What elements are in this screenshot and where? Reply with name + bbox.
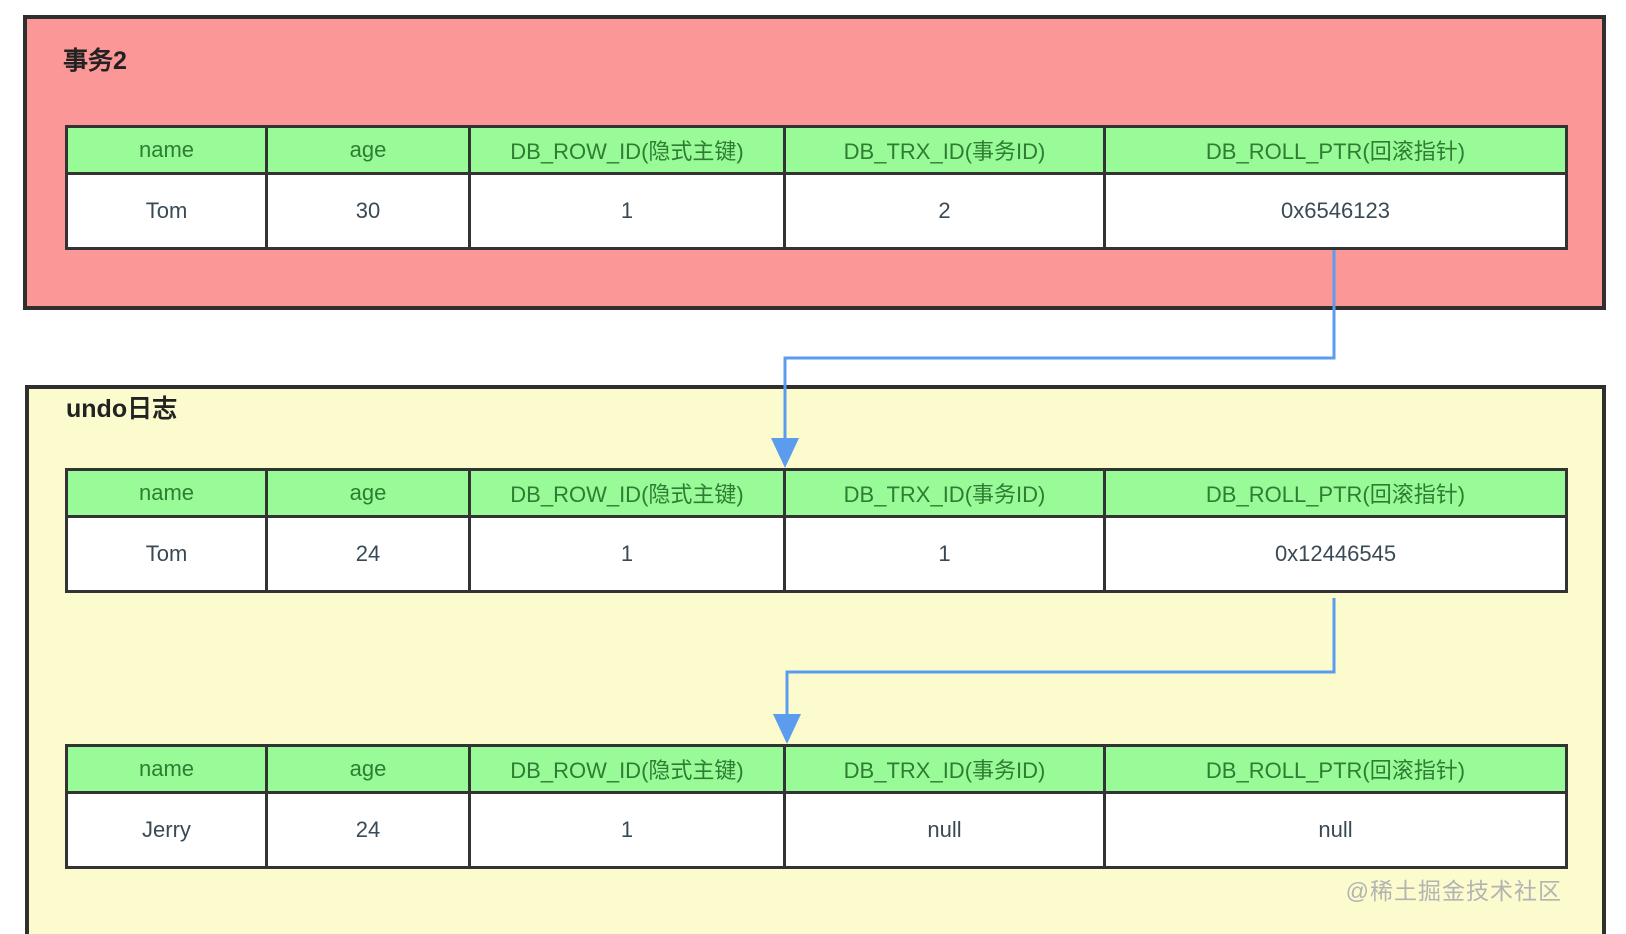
cell-name: Tom [65, 515, 268, 593]
header-name: name [65, 125, 268, 175]
header-db-row-id: DB_ROW_ID(隐式主键) [468, 744, 786, 794]
header-db-trx-id: DB_TRX_ID(事务ID) [783, 125, 1106, 175]
cell-db-trx-id: 2 [783, 172, 1106, 250]
header-age: age [265, 744, 471, 794]
header-db-row-id: DB_ROW_ID(隐式主键) [468, 468, 786, 518]
cell-db-roll-ptr: 0x12446545 [1103, 515, 1568, 593]
header-db-roll-ptr: DB_ROLL_PTR(回滚指针) [1103, 125, 1568, 175]
table-row: Jerry 24 1 null null [65, 791, 1568, 869]
header-db-roll-ptr: DB_ROLL_PTR(回滚指针) [1103, 744, 1568, 794]
cell-db-row-id: 1 [468, 515, 786, 593]
watermark: @稀土掘金技术社区 [1345, 878, 1562, 904]
cell-age: 30 [265, 172, 471, 250]
header-name: name [65, 468, 268, 518]
header-db-roll-ptr: DB_ROLL_PTR(回滚指针) [1103, 468, 1568, 518]
header-row: name age DB_ROW_ID(隐式主键) DB_TRX_ID(事务ID)… [65, 468, 1568, 518]
undo-log-version0-table: name age DB_ROW_ID(隐式主键) DB_TRX_ID(事务ID)… [65, 744, 1568, 869]
header-db-trx-id: DB_TRX_ID(事务ID) [783, 468, 1106, 518]
cell-db-row-id: 1 [468, 172, 786, 250]
cell-db-trx-id: 1 [783, 515, 1106, 593]
transaction2-title: 事务2 [63, 47, 127, 75]
cell-db-row-id: 1 [468, 791, 786, 869]
transaction2-table: name age DB_ROW_ID(隐式主键) DB_TRX_ID(事务ID)… [65, 125, 1568, 250]
header-name: name [65, 744, 268, 794]
cell-age: 24 [265, 791, 471, 869]
header-db-trx-id: DB_TRX_ID(事务ID) [783, 744, 1106, 794]
header-age: age [265, 468, 471, 518]
cell-db-roll-ptr: null [1103, 791, 1568, 869]
table-row: Tom 24 1 1 0x12446545 [65, 515, 1568, 593]
undo-log-version1-table: name age DB_ROW_ID(隐式主键) DB_TRX_ID(事务ID)… [65, 468, 1568, 593]
header-age: age [265, 125, 471, 175]
cell-db-roll-ptr: 0x6546123 [1103, 172, 1568, 250]
header-row: name age DB_ROW_ID(隐式主键) DB_TRX_ID(事务ID)… [65, 744, 1568, 794]
cell-name: Tom [65, 172, 268, 250]
cell-age: 24 [265, 515, 471, 593]
undo-log-title: undo日志 [66, 395, 178, 423]
cell-db-trx-id: null [783, 791, 1106, 869]
header-row: name age DB_ROW_ID(隐式主键) DB_TRX_ID(事务ID)… [65, 125, 1568, 175]
cell-name: Jerry [65, 791, 268, 869]
table-row: Tom 30 1 2 0x6546123 [65, 172, 1568, 250]
header-db-row-id: DB_ROW_ID(隐式主键) [468, 125, 786, 175]
